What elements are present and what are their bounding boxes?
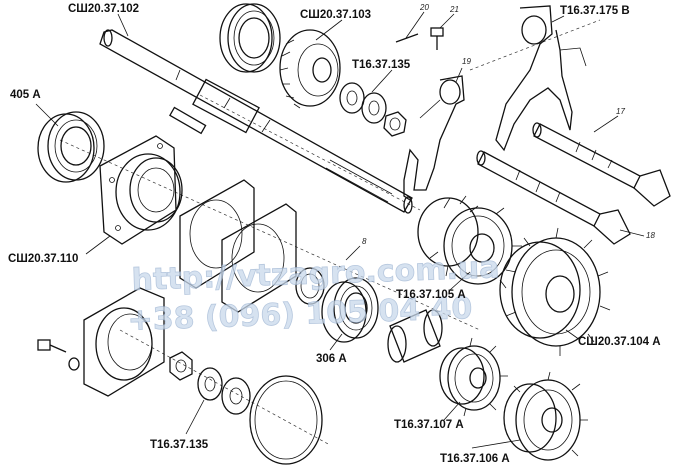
bevel-gear <box>279 29 341 109</box>
shift-fork-19 <box>403 75 465 201</box>
main-shaft <box>99 29 413 214</box>
bolt-washer <box>37 339 80 371</box>
callout-21: 21 <box>449 5 459 14</box>
gasket-pair <box>179 179 297 313</box>
gear-107 <box>439 337 508 417</box>
label-bearing-405: 405 А <box>10 89 41 101</box>
label-gear-105: Т16.37.105 А <box>396 289 466 301</box>
label-fork-b: Т16.37.175 В <box>560 5 630 17</box>
label-spacer-bottom: Т16.37.135 <box>150 439 209 451</box>
key-pin <box>169 106 207 135</box>
label-bearing-306: 306 А <box>316 353 347 365</box>
callout-numbers: 20 21 19 17 18 8 <box>362 3 655 246</box>
assembly-axes <box>59 19 601 446</box>
label-bearing-top: СШ20.37.103 <box>300 9 371 21</box>
gear-106 <box>503 371 588 461</box>
shift-fork-b <box>495 5 587 152</box>
label-shaft-main: СШ20.37.102 <box>68 3 139 15</box>
small-ring <box>295 267 325 305</box>
label-gear-107: Т16.37.107 А <box>394 419 464 431</box>
bearing-306 <box>321 277 379 343</box>
pin-and-screw <box>395 27 444 50</box>
washer-set-bottom <box>169 351 251 415</box>
snap-ring <box>249 375 323 465</box>
leader-lines <box>35 11 645 449</box>
gear-105 <box>417 195 522 289</box>
bushing <box>387 309 443 363</box>
bearing-cover <box>99 135 183 245</box>
label-gear-104: СШ20.37.104 А <box>578 336 661 348</box>
bearing-405 <box>37 111 105 183</box>
bearing-top <box>219 3 281 73</box>
shift-rod-18 <box>476 150 631 245</box>
gear-104 <box>499 227 611 356</box>
callout-17: 17 <box>616 107 625 116</box>
label-gear-106: Т16.37.106 А <box>440 453 510 465</box>
label-cover: СШ20.37.110 <box>8 253 78 265</box>
lower-flange <box>83 287 165 397</box>
callout-19: 19 <box>462 57 471 66</box>
callout-18: 18 <box>646 231 655 240</box>
washer-set-top <box>339 82 407 137</box>
part-labels: СШ20.37.102 СШ20.37.103 Т16.37.175 В Т16… <box>8 3 661 465</box>
callout-8: 8 <box>362 237 367 246</box>
shift-rod-17 <box>532 122 671 207</box>
label-spacer-top: Т16.37.135 <box>352 59 411 71</box>
callout-20: 20 <box>419 3 429 12</box>
